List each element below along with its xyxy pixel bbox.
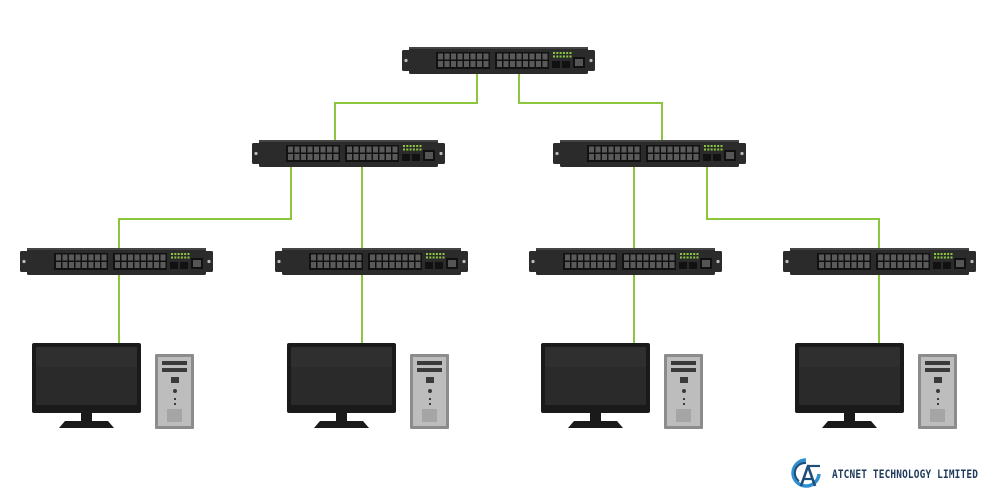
pc-1-tower-icon xyxy=(155,354,194,429)
pc-4 xyxy=(795,343,957,429)
access-switch-1 xyxy=(20,248,213,275)
access-switch-4 xyxy=(783,248,976,275)
pc-1 xyxy=(32,343,194,429)
atcnet-logo-icon xyxy=(791,458,821,488)
pc-4-monitor-icon xyxy=(795,343,904,428)
company-name: ATCNET TECHNOLOGY LIMITED xyxy=(832,467,979,481)
pc-3-monitor-icon xyxy=(541,343,650,428)
pc-2-monitor-icon xyxy=(287,343,396,428)
access-switch-2 xyxy=(275,248,468,275)
pc-3 xyxy=(541,343,703,429)
link-agg-switch-right-to-access-switch-4 xyxy=(706,167,880,248)
agg-switch-left xyxy=(252,140,445,167)
pc-1-monitor-icon xyxy=(32,343,141,428)
access-switch-3 xyxy=(529,248,722,275)
agg-switch-right xyxy=(553,140,746,167)
pc-4-tower-icon xyxy=(918,354,957,429)
pc-2 xyxy=(287,343,449,429)
core-switch xyxy=(402,47,595,74)
pc-2-tower-icon xyxy=(410,354,449,429)
brand-footer: ATCNET TECHNOLOGY LIMITED xyxy=(790,456,998,492)
link-core-switch-to-agg-switch-left xyxy=(334,74,478,140)
link-agg-switch-left-to-access-switch-1 xyxy=(118,167,292,248)
pc-3-tower-icon xyxy=(664,354,703,429)
link-core-switch-to-agg-switch-right xyxy=(518,74,663,140)
